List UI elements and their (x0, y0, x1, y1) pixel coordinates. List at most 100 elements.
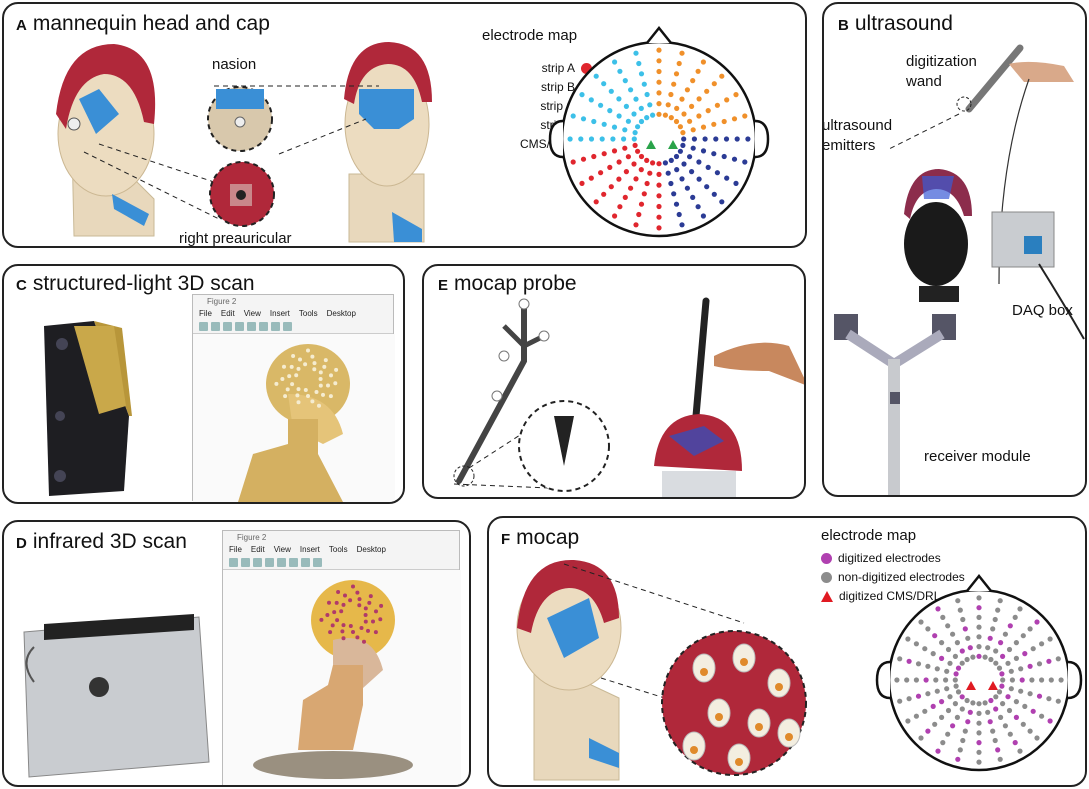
electrode-dot (656, 203, 662, 210)
new-figure-icon[interactable] (199, 322, 208, 331)
electrode-dot (905, 636, 911, 642)
scan-render-head (223, 570, 461, 785)
colorbar-icon[interactable] (259, 322, 268, 331)
electrode-dot (996, 689, 1003, 695)
menu-item-view[interactable]: View (273, 545, 291, 554)
electrode-dot (993, 694, 999, 700)
legend-icon[interactable] (271, 322, 280, 331)
structured-light-scanner-photo (44, 321, 132, 496)
electrode-dot (690, 194, 696, 200)
electrode-dot (623, 169, 630, 175)
electrode-dot (656, 193, 662, 199)
electrode-dot (700, 148, 707, 154)
menu-item-file[interactable]: File (199, 309, 212, 318)
electrode-dot (641, 81, 647, 87)
menu-item-desktop[interactable]: Desktop (356, 545, 386, 554)
electrode-stud-center (740, 658, 748, 666)
electrode-dot (997, 756, 1003, 762)
electrode-dot (1036, 693, 1043, 699)
electrode-dot (650, 160, 656, 166)
electrode-dot (656, 90, 662, 96)
left-ear-icon (875, 660, 891, 700)
electrode-dot (1027, 663, 1033, 669)
electrode-dot (950, 631, 956, 637)
electrode-dot (897, 656, 903, 662)
cap-electrode (359, 626, 364, 630)
electrode-dot (681, 161, 687, 167)
save-icon[interactable] (223, 322, 232, 331)
electrode-dot (580, 156, 587, 162)
electrode-dot (593, 199, 599, 205)
cap-electrode (355, 635, 360, 640)
figure-titlebar: Figure 2 (207, 297, 237, 306)
menu-item-edit[interactable]: Edit (220, 309, 235, 318)
electrode-dot (1006, 707, 1013, 714)
electrode-dot (967, 709, 973, 715)
open-icon[interactable] (211, 322, 220, 331)
electrode-dot (945, 646, 952, 653)
electrode-dot (1047, 636, 1053, 642)
menu-item-file[interactable]: File (229, 545, 242, 554)
electrode-dot (696, 113, 702, 119)
electrode-dot (674, 167, 680, 173)
mocap-mannequin-photo (516, 559, 807, 781)
electrode-dot (967, 645, 973, 651)
zoom-icon[interactable] (247, 322, 256, 331)
print-icon[interactable] (235, 322, 244, 331)
pointer-icon[interactable] (283, 322, 292, 331)
menu-item-insert[interactable]: Insert (269, 309, 290, 318)
electrode-dot (970, 700, 976, 706)
save-icon[interactable] (253, 558, 262, 567)
infrared-scanner-tablet-photo (23, 614, 210, 778)
electrode-dot (976, 759, 982, 765)
colorbar-icon[interactable] (289, 558, 298, 567)
cap-electrode (351, 584, 355, 589)
pointer-icon[interactable] (313, 558, 322, 567)
electrode-dot (607, 164, 613, 170)
cap-electrode (318, 377, 323, 381)
electrode-dot (1018, 666, 1024, 672)
menu-item-edit[interactable]: Edit (250, 545, 265, 554)
cms-drl-marker (966, 681, 976, 690)
electrode-dot (638, 201, 645, 207)
legend-icon[interactable] (301, 558, 310, 567)
cap-electrode (355, 590, 360, 595)
electrode-dot (724, 175, 730, 181)
electrode-stud-center (735, 758, 743, 766)
menu-item-insert[interactable]: Insert (299, 545, 320, 554)
electrode-dot (665, 170, 671, 176)
print-icon[interactable] (265, 558, 274, 567)
menu-item-tools[interactable]: Tools (298, 309, 318, 318)
electrode-dot (677, 124, 684, 130)
menu-item-desktop[interactable]: Desktop (326, 309, 356, 318)
electrode-dot (955, 665, 962, 671)
electrode-dot (962, 728, 968, 734)
electrode-dot (939, 699, 945, 705)
electrode-dot (644, 157, 650, 163)
electrode-dot (1039, 677, 1045, 683)
label-line: digitization (906, 53, 977, 70)
zoom-icon[interactable] (277, 558, 286, 567)
electrode-dot (932, 721, 938, 727)
menu-item-view[interactable]: View (243, 309, 261, 318)
electrode-dot (612, 213, 618, 219)
menu-item-tools[interactable]: Tools (328, 545, 348, 554)
right-ear-icon (1067, 660, 1083, 700)
new-figure-icon[interactable] (229, 558, 238, 567)
electrode-dot (668, 115, 674, 121)
electrode-dot (593, 73, 599, 79)
electrode-dot (681, 136, 687, 142)
open-icon[interactable] (241, 558, 250, 567)
electrode-dot (990, 728, 996, 734)
electrode-dot (705, 108, 711, 114)
scan-render-head (193, 334, 395, 502)
cap-electrode (282, 364, 286, 369)
electrode-dot (953, 671, 959, 677)
electrode-dot (622, 145, 628, 151)
electrode-dot (1000, 677, 1006, 683)
cap-electrode (336, 590, 341, 594)
